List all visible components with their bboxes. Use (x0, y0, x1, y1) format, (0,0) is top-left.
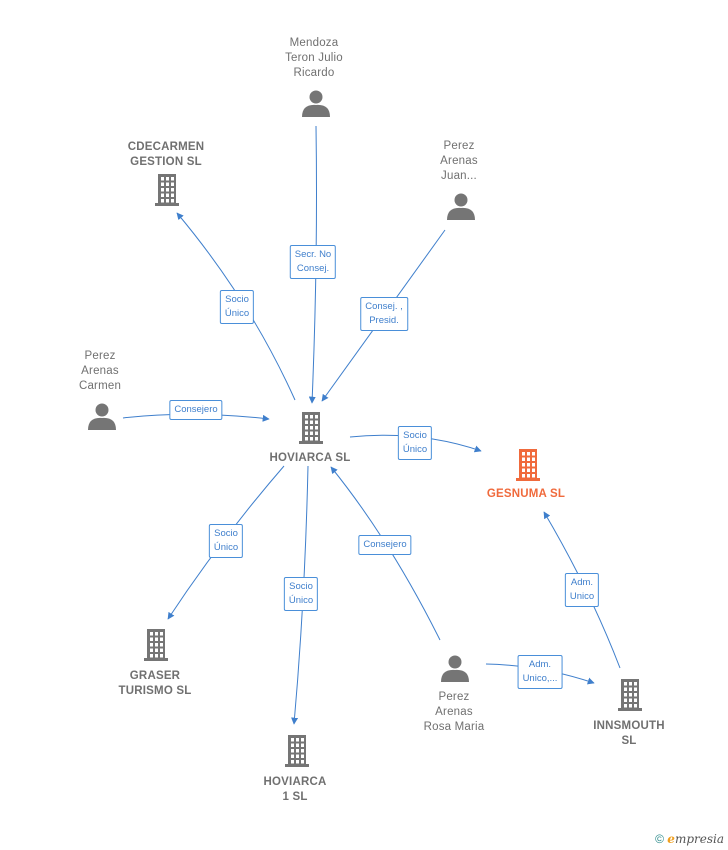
node-label-graser[interactable]: GRASER TURISMO SL (118, 670, 192, 697)
node-label-hoviarca1[interactable]: HOVIARCA 1 SL (263, 776, 327, 803)
footer: © empresia (655, 832, 724, 846)
person-icon-juan[interactable] (447, 193, 475, 221)
building-icon-hoviarca[interactable] (299, 412, 323, 444)
building-icon-innsmouth[interactable] (618, 679, 642, 711)
edge-label-rosa-hoviarca[interactable]: Consejero (358, 535, 412, 555)
node-label-innsmouth[interactable]: INNSMOUTH SL (593, 720, 665, 747)
person-icon-rosa[interactable] (441, 655, 469, 683)
node-label-juan[interactable]: Perez Arenas Juan... (440, 140, 478, 182)
node-label-gesnuma[interactable]: GESNUMA SL (486, 488, 566, 500)
node-label-mendoza[interactable]: Mendoza Teron Julio Ricardo (285, 37, 343, 79)
building-icon-cdecarmen[interactable] (155, 174, 179, 206)
edge-label-juan-hoviarca[interactable]: Consej. , Presid. (360, 297, 408, 331)
edge-label-rosa-innsmouth[interactable]: Adm. Unico,... (517, 655, 563, 689)
person-icon-carmen[interactable] (88, 403, 116, 431)
node-label-cdecarmen[interactable]: CDECARMEN GESTION SL (127, 141, 205, 168)
edge-label-hoviarca-hoviarca1[interactable]: Socio Único (283, 577, 319, 611)
building-icon-hoviarca1[interactable] (285, 735, 309, 767)
edge-label-hoviarca-cdecarmen[interactable]: Socio Único (219, 290, 255, 324)
edge-label-hoviarca-graser[interactable]: Socio Único (208, 524, 244, 558)
brand-logo[interactable]: empresia (667, 832, 724, 846)
copyright-icon: © (655, 832, 664, 846)
person-icon-mendoza[interactable] (302, 90, 330, 118)
edge-label-carmen-hoviarca[interactable]: Consejero (169, 400, 223, 420)
edge-label-hoviarca-gesnuma[interactable]: Socio Único (397, 426, 433, 460)
building-icon-graser[interactable] (144, 629, 168, 661)
edge-label-innsmouth-gesnuma[interactable]: Adm. Unico (564, 573, 600, 607)
node-label-carmen[interactable]: Perez Arenas Carmen (78, 350, 122, 392)
edge-label-mendoza-hoviarca[interactable]: Secr. No Consej. (289, 245, 337, 279)
building-icon-gesnuma[interactable] (516, 449, 540, 481)
node-label-hoviarca[interactable]: HOVIARCA SL (269, 452, 351, 464)
node-label-rosa[interactable]: Perez Arenas Rosa Maria (423, 691, 485, 733)
